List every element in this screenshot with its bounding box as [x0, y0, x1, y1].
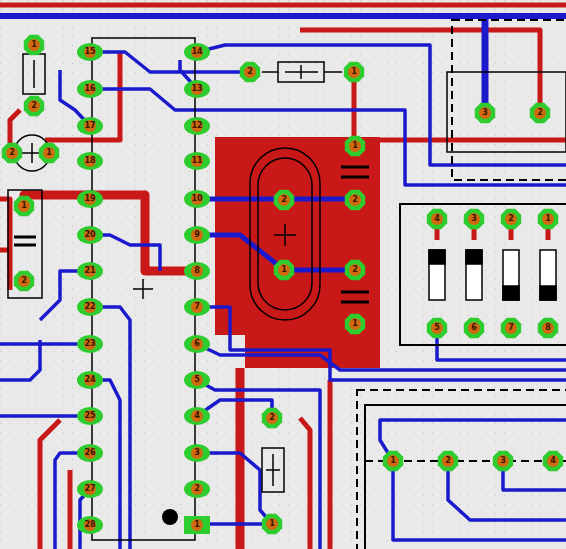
pin-number: 27 [78, 483, 102, 495]
pin-number: 2 [528, 107, 552, 119]
pin-number: 23 [78, 338, 102, 350]
pin-number: 4 [541, 455, 565, 467]
dip-switch-levers [429, 250, 556, 300]
pin-number: 4 [185, 410, 209, 422]
pin-number: 3 [462, 213, 486, 225]
pin-number: 1 [342, 66, 366, 78]
pad-shape [184, 80, 210, 98]
pad-shape [77, 262, 103, 280]
pin-number: 2 [0, 147, 24, 159]
pin-number: 2 [272, 194, 296, 206]
pad-shape [184, 407, 210, 425]
pin-number: 14 [185, 46, 209, 58]
copper-pour [215, 137, 380, 368]
pin-number: 1 [536, 213, 560, 225]
pin-number: 1 [343, 140, 367, 152]
pad-shape [184, 335, 210, 353]
pin-number: 8 [536, 322, 560, 334]
pad-shape [184, 262, 210, 280]
pad-shape [184, 298, 210, 316]
pin-number: 1 [22, 39, 46, 51]
pad-shape [184, 480, 210, 498]
pin-number: 2 [22, 100, 46, 112]
pin-number: 2 [238, 66, 262, 78]
pad-shape [77, 226, 103, 244]
pad-shape [184, 43, 210, 61]
pin-number: 13 [185, 83, 209, 95]
pin-number: 1 [272, 264, 296, 276]
pin-number: 17 [78, 120, 102, 132]
pin-number: 26 [78, 447, 102, 459]
pad-shape [77, 117, 103, 135]
pad-shape [77, 152, 103, 170]
bottom-traces [0, 16, 566, 549]
top-traces [0, 5, 566, 549]
pin-number: 5 [425, 322, 449, 334]
pad-shape [77, 335, 103, 353]
pin-number: 16 [78, 83, 102, 95]
pad-shape [184, 516, 210, 534]
pin-number: 15 [78, 46, 102, 58]
pin-number: 1 [260, 518, 284, 530]
pin-number: 10 [185, 193, 209, 205]
pin-number: 3 [473, 107, 497, 119]
pad-shape [77, 298, 103, 316]
pin-number: 19 [78, 193, 102, 205]
pin-number: 6 [462, 322, 486, 334]
pin-number: 25 [78, 410, 102, 422]
pad-shape [77, 480, 103, 498]
pin-number: 5 [185, 374, 209, 386]
pad-shape [77, 516, 103, 534]
pin-number: 20 [78, 229, 102, 241]
pin-number: 2 [185, 483, 209, 495]
pin-number: 2 [343, 264, 367, 276]
pad-shape [184, 152, 210, 170]
silkscreen [8, 20, 566, 549]
pad-shape [184, 226, 210, 244]
pin-number: 2 [343, 194, 367, 206]
pad-shape [184, 444, 210, 462]
pin-number: 2 [12, 275, 36, 287]
pad-shape [184, 371, 210, 389]
pin-number: 6 [185, 338, 209, 350]
pad-shape [77, 190, 103, 208]
pin-number: 24 [78, 374, 102, 386]
pad-shape [184, 117, 210, 135]
pin-number: 22 [78, 301, 102, 313]
pin1-dot [162, 509, 178, 525]
pad-shape [77, 43, 103, 61]
pin-number: 18 [78, 155, 102, 167]
pad-shape [184, 190, 210, 208]
pin-number: 3 [491, 455, 515, 467]
pin-number: 2 [260, 412, 284, 424]
pin-number: 1 [12, 200, 36, 212]
pad-shape [77, 444, 103, 462]
pin-number: 7 [499, 322, 523, 334]
pin-number: 8 [185, 265, 209, 277]
pad-shape [77, 371, 103, 389]
pin-number: 2 [499, 213, 523, 225]
pad-shape [77, 80, 103, 98]
pin-number: 4 [425, 213, 449, 225]
pin-number: 9 [185, 229, 209, 241]
pin-number: 1 [343, 318, 367, 330]
pin-number: 12 [185, 120, 209, 132]
pin-number: 28 [78, 519, 102, 531]
pin-number: 7 [185, 301, 209, 313]
pin-number: 21 [78, 265, 102, 277]
pad-shape [77, 407, 103, 425]
pin-number: 2 [436, 455, 460, 467]
pin-number: 1 [381, 455, 405, 467]
pin-number: 1 [185, 519, 209, 531]
pin-number: 3 [185, 447, 209, 459]
pin-number: 11 [185, 155, 209, 167]
pin-number: 1 [37, 147, 61, 159]
